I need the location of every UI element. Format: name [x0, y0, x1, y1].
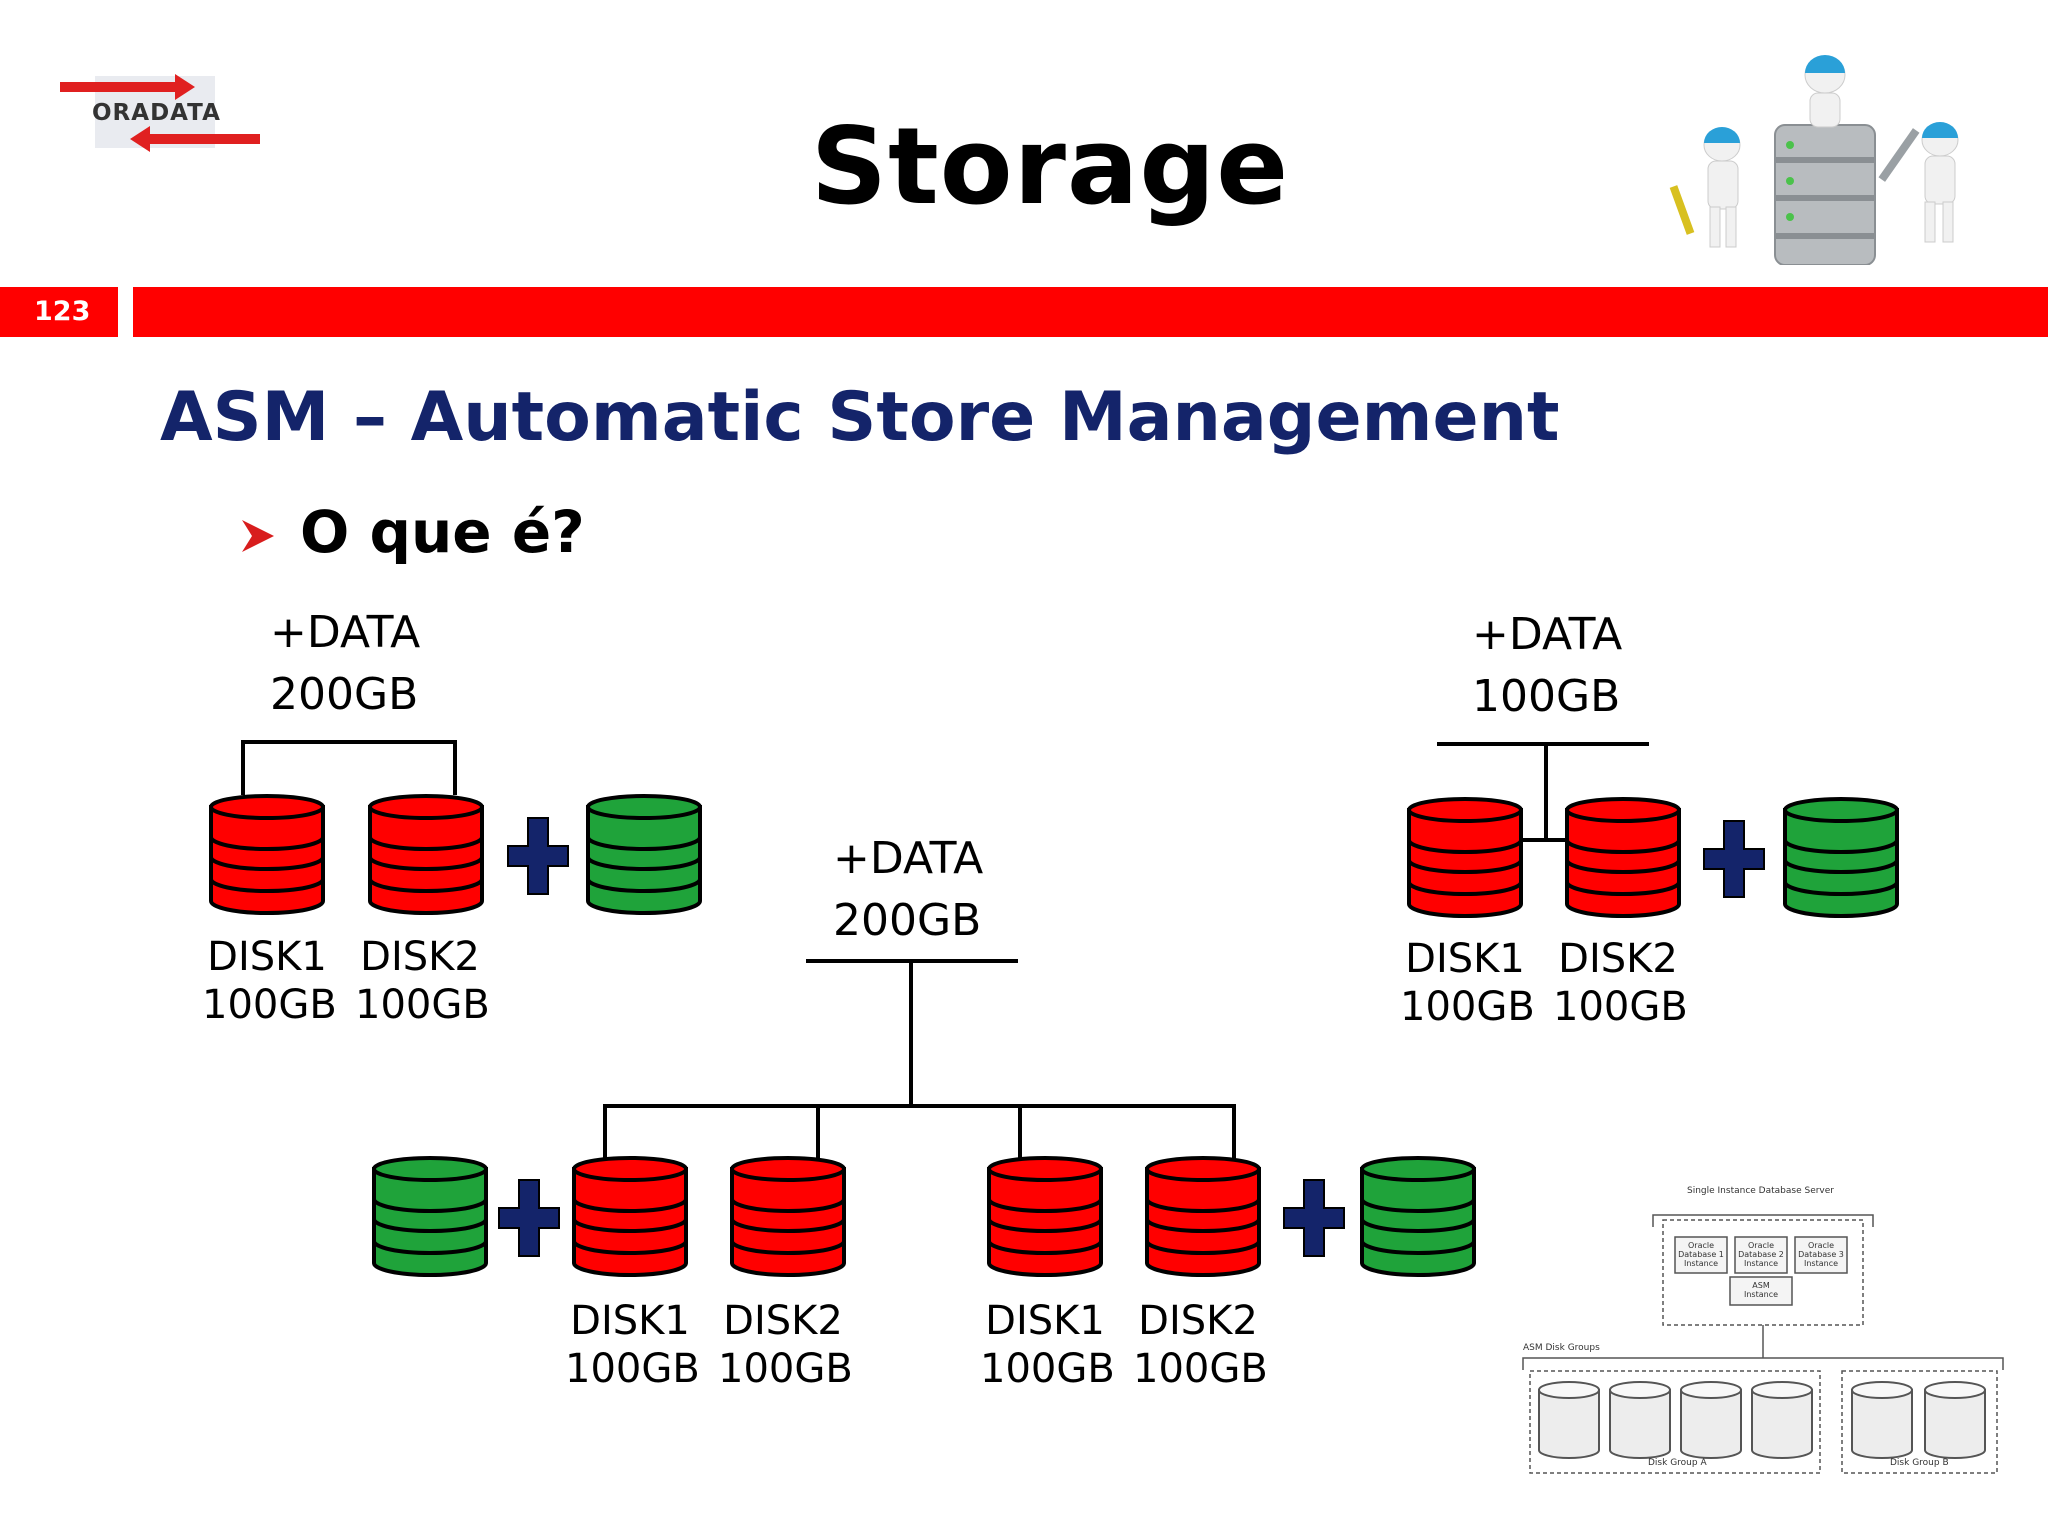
disk-red [985, 1155, 1105, 1279]
disk-red [1405, 796, 1525, 920]
disk-green [370, 1155, 490, 1279]
inset-group-a-label: Disk Group A [1648, 1458, 1707, 1468]
disk-label: DISK2 100GB [1133, 1297, 1268, 1393]
disk-label: DISK1 100GB [980, 1297, 1115, 1393]
disk-red [366, 793, 486, 917]
disk-size: 100GB [980, 1346, 1115, 1392]
disk-gray [1923, 1380, 1987, 1460]
disk-name: DISK2 [723, 1298, 843, 1344]
plus-icon [1282, 1178, 1346, 1258]
chevron-right-icon [240, 518, 276, 558]
group-2-name: +DATA [833, 833, 984, 884]
disk-gray [1750, 1380, 1814, 1460]
disk-red [728, 1155, 848, 1279]
section-subtitle: ASM – Automatic Store Management [160, 378, 1560, 457]
disk-green [1781, 796, 1901, 920]
disk-label: DISK1 100GB [202, 933, 337, 1029]
disk-gray [1679, 1380, 1743, 1460]
disk-label: DISK1 100GB [565, 1297, 700, 1393]
disk-size: 100GB [202, 982, 337, 1028]
inset-db2-label: Oracle Database 2 Instance [1738, 1241, 1784, 1268]
inset-asm-label: ASM Instance [1743, 1281, 1779, 1299]
disk-size: 100GB [565, 1346, 700, 1392]
inset-db1-label: Oracle Database 1 Instance [1678, 1241, 1724, 1268]
group-2-size: 200GB [833, 895, 982, 946]
disk-gray [1608, 1380, 1672, 1460]
group-3-name: +DATA [1472, 609, 1623, 660]
workers-database-icon [1660, 45, 1990, 266]
disk-red [207, 793, 327, 917]
plus-icon [497, 1178, 561, 1258]
bullet-question: O que é? [300, 498, 585, 566]
disk-size: 100GB [355, 982, 490, 1028]
disk-label: DISK2 100GB [718, 1297, 853, 1393]
disk-gray [1537, 1380, 1601, 1460]
disk-name: DISK2 [360, 934, 480, 980]
disk-label: DISK1 100GB [1400, 935, 1535, 1031]
page-title: Storage [810, 105, 1290, 228]
disk-red [570, 1155, 690, 1279]
inset-frame [1522, 1214, 2004, 1474]
disk-label: DISK2 100GB [1553, 935, 1688, 1031]
plus-icon [1702, 819, 1766, 899]
disk-name: DISK2 [1138, 1298, 1258, 1344]
disk-name: DISK1 [985, 1298, 1105, 1344]
group-1-label: +DATA 200GB [270, 602, 420, 726]
disk-name: DISK1 [207, 934, 327, 980]
disk-green [584, 793, 704, 917]
disk-label: DISK2 100GB [355, 933, 490, 1029]
disk-size: 100GB [1133, 1346, 1268, 1392]
disk-name: DISK1 [1405, 936, 1525, 982]
slide-number: 123 [0, 287, 118, 337]
group-1-name: +DATA [270, 607, 421, 658]
disk-size: 100GB [1400, 984, 1535, 1030]
group-3-size: 100GB [1472, 671, 1621, 722]
disk-green [1358, 1155, 1478, 1279]
plus-icon [506, 816, 570, 896]
inset-db3-label: Oracle Database 3 Instance [1798, 1241, 1844, 1268]
disk-red [1143, 1155, 1263, 1279]
inset-asm-groups-label: ASM Disk Groups [1523, 1343, 1600, 1353]
group-2-label: +DATA 200GB [833, 828, 983, 952]
group-3-label: +DATA 100GB [1472, 604, 1622, 728]
logo-text: ORADATA [92, 100, 221, 126]
disk-name: DISK2 [1558, 936, 1678, 982]
disk-red [1563, 796, 1683, 920]
accent-bar [133, 287, 2048, 337]
oradata-logo-icon [55, 62, 265, 162]
inset-group-b-label: Disk Group B [1890, 1458, 1949, 1468]
disk-size: 100GB [718, 1346, 853, 1392]
asm-architecture-inset: Single Instance Database Server Oracle D… [1505, 1175, 2015, 1485]
group-1-size: 200GB [270, 669, 419, 720]
disk-size: 100GB [1553, 984, 1688, 1030]
disk-gray [1850, 1380, 1914, 1460]
disk-name: DISK1 [570, 1298, 690, 1344]
inset-server-label: Single Instance Database Server [1687, 1186, 1834, 1196]
